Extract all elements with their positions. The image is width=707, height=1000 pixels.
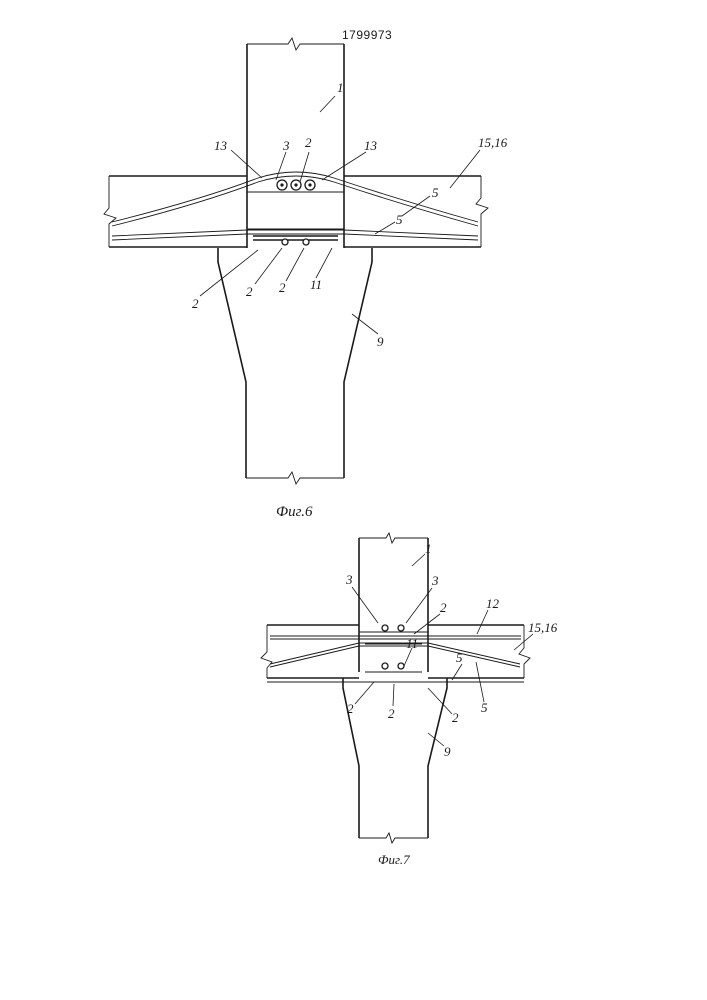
fig7-label-tendon-b: 5 [481,700,488,715]
fig7-label-bolt-top: 2 [440,600,447,615]
fig6-label-capital: 9 [377,334,384,349]
fig6-label-stop-right: 13 [364,138,378,153]
fig6-label-plate: 11 [310,277,322,292]
fig6-label-bolt: 3 [282,138,290,153]
fig6-label-bottom-bolt-c: 2 [279,280,286,295]
fig7-label-bottom-bolt-b: 2 [388,706,395,721]
figure-6: 1 13 3 2 13 15,16 5 5 2 2 2 11 9 Фиг.6 [104,38,508,520]
fig6-label-bolt-group: 2 [305,135,312,150]
fig7-slab [261,625,530,682]
fig7-label-bottom-bolt-a: 2 [347,701,354,716]
fig7-label-bolt-left: 3 [345,572,353,587]
fig6-label-column: 1 [337,80,344,95]
fig7-label-bolt-right: 3 [431,573,439,588]
fig7-label-slab: 15,16 [528,620,558,635]
fig7-label-tendon-a: 5 [456,650,463,665]
fig6-label-bottom-bolt-b: 2 [246,284,253,299]
fig7-label-plate: 11 [406,636,418,651]
fig6-bearing-plate [253,236,338,240]
fig7-capital [343,678,447,843]
fig7-label-column: 1 [425,541,432,556]
fig7-labels: 1 3 3 2 12 15,16 11 5 5 2 2 2 9 [345,541,558,759]
fig6-caption: Фиг.6 [276,504,313,520]
patent-number: 1799973 [342,28,392,42]
fig6-label-tendon-lower: 5 [396,212,403,227]
fig6-label-stop-left: 13 [214,138,228,153]
fig7-label-bottom-bolt-c: 2 [452,710,459,725]
fig7-label-capital: 9 [444,744,451,759]
fig7-leaders [352,554,533,746]
fig6-label-slab: 15,16 [478,135,508,150]
fig7-upper-column [359,533,428,672]
fig7-caption: Фиг.7 [378,852,410,867]
fig6-labels: 1 13 3 2 13 15,16 5 5 2 2 2 11 9 [192,80,508,349]
fig7-label-rebar: 12 [486,596,500,611]
fig6-upper-column [247,38,344,248]
fig6-label-bottom-bolt-a: 2 [192,296,199,311]
fig6-leaders [200,96,480,334]
fig6-capital [218,248,372,484]
figure-7: 1 3 3 2 12 15,16 11 5 5 2 2 2 9 Фиг.7 [261,533,558,867]
fig6-top-bolts [277,180,315,190]
fig6-label-tendon-upper: 5 [432,185,439,200]
